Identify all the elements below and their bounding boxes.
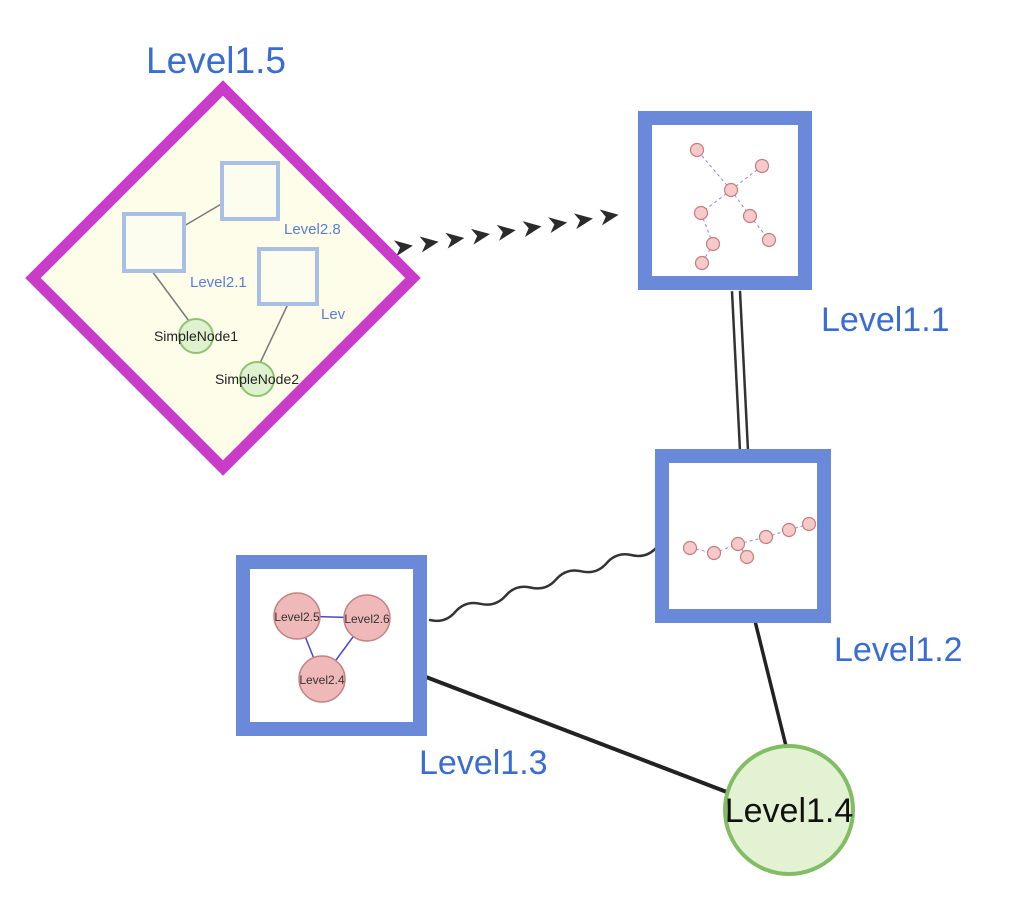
arrowhead-dash (496, 224, 516, 241)
subnode-level2_5-label: Level2.5 (274, 610, 320, 624)
node-level1_1[interactable] (638, 111, 812, 290)
minigraph-level1_2 (682, 516, 817, 565)
node-level1_1-label: Level1.1 (821, 301, 950, 339)
edge-level1_2-level1_4[interactable] (753, 619, 789, 752)
subnode-level2_6[interactable] (343, 594, 391, 642)
edge-level1_3-level1_4[interactable] (424, 675, 734, 796)
arrowhead-dash (393, 240, 413, 257)
edge-level1_5-level1_1[interactable] (393, 207, 620, 257)
double-edge-line (738, 290, 750, 451)
mini-graph-node[interactable] (730, 536, 746, 552)
inner-graph-edge[interactable] (259, 303, 289, 364)
subnode-level2_4-label: Level2.4 (299, 673, 345, 687)
subnode-level2_truncated-label: Lev (321, 306, 346, 323)
mini-graph-node[interactable] (758, 529, 774, 545)
subnode-level2_6-label: Level2.6 (344, 612, 390, 626)
node-level1_3-label: Level1.3 (419, 744, 548, 782)
mini-graph-node[interactable] (723, 182, 739, 198)
inner-graph-edge[interactable] (183, 202, 224, 227)
arrowhead-dash (471, 228, 490, 245)
arrowhead-dash (573, 213, 593, 230)
subnode-level2_1[interactable] (122, 212, 186, 273)
subnode-level2_4[interactable] (298, 655, 346, 703)
node-level1_2-label: Level1.2 (834, 631, 963, 669)
subnode-simple_node_2[interactable] (239, 361, 275, 397)
mini-graph-node[interactable] (693, 205, 709, 221)
mini-graph-edge (713, 543, 739, 554)
node-level1_4[interactable] (723, 744, 855, 876)
subnode-level2_5[interactable] (273, 592, 321, 640)
edge-level1_3-level1_2[interactable] (428, 545, 659, 623)
mini-graph-node[interactable] (739, 549, 755, 565)
mini-graph-node[interactable] (705, 236, 721, 252)
mini-graph-node[interactable] (706, 545, 722, 561)
mini-graph-node[interactable] (694, 255, 710, 271)
arrowhead-dash (522, 221, 542, 237)
arrowhead-dash (599, 209, 619, 226)
node-level1_2[interactable] (655, 449, 831, 623)
subnode-level2_8[interactable] (220, 161, 280, 221)
mini-graph-node[interactable] (761, 232, 777, 248)
minigraph-level1_1 (689, 142, 777, 271)
node-level1_5-label: Level1.5 (146, 40, 286, 81)
double-edge-line (730, 291, 742, 452)
mini-graph-node[interactable] (689, 142, 705, 158)
node-level1_5[interactable] (25, 80, 421, 476)
mini-graph-node[interactable] (781, 522, 797, 538)
subnode-level2_truncated[interactable] (257, 247, 319, 306)
mini-graph-node[interactable] (801, 516, 817, 532)
mini-graph-node[interactable] (754, 158, 770, 174)
mini-graph-node[interactable] (742, 208, 758, 224)
node-level1_4-label: Level1.4 (725, 792, 854, 830)
subnode-level2_1-label: Level2.1 (190, 274, 247, 291)
arrowhead-dash (548, 217, 568, 234)
subnode-simple_node_1[interactable] (178, 318, 214, 354)
mini-graph-edge (696, 149, 732, 191)
subnode-simple_node_2-label: SimpleNode2 (215, 371, 299, 387)
subnode-level2_8-label: Level2.8 (284, 221, 341, 238)
node-level1_3[interactable] (236, 555, 427, 736)
arrowhead-dash (419, 236, 439, 253)
subnode-simple_node_1-label: SimpleNode1 (154, 328, 238, 344)
edge-level1_1-level1_2[interactable] (730, 290, 750, 452)
mini-graph-node[interactable] (682, 540, 698, 556)
inner-graph-edge[interactable] (151, 270, 190, 322)
arrowhead-dash (445, 232, 465, 249)
